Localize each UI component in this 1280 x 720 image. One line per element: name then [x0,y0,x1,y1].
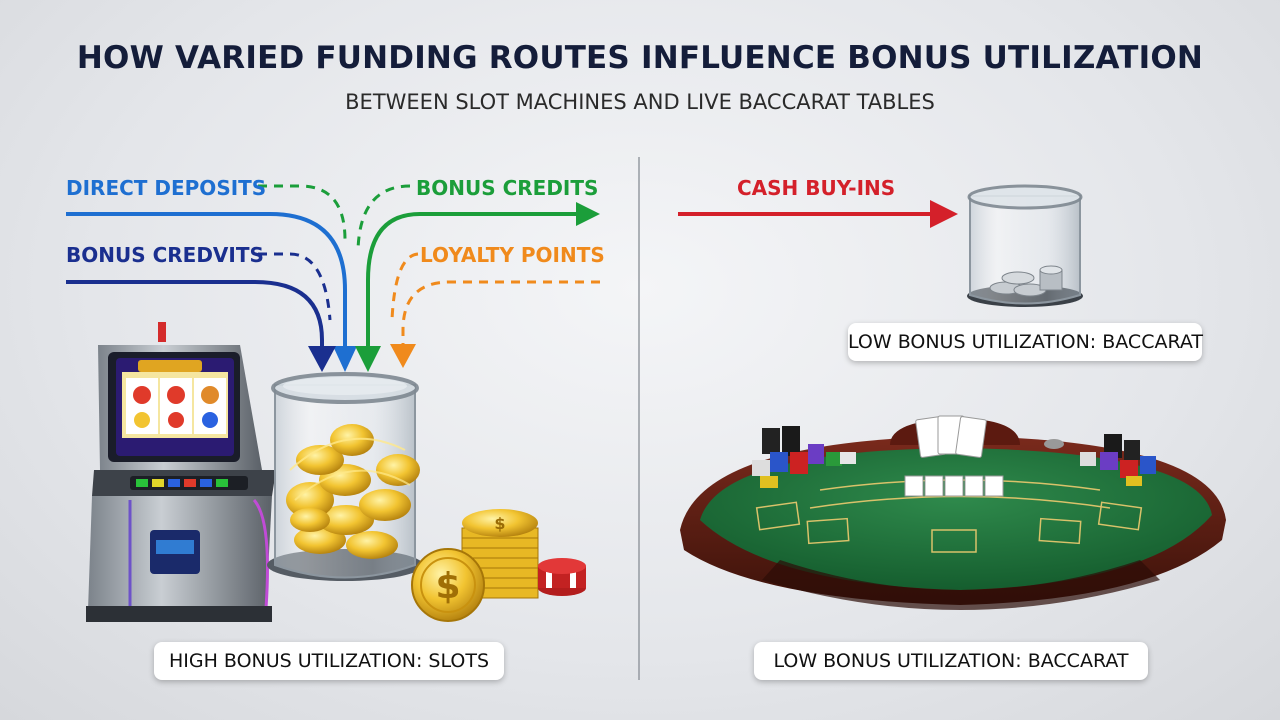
flow-direct-deposits [66,184,357,372]
flow-label-bonus-credits: BONUS CREDITS [416,176,599,200]
baccarat-table-icon [680,415,1226,610]
svg-text:$: $ [435,566,460,607]
page-subtitle: BETWEEN SLOT MACHINES AND LIVE BACCARAT … [345,90,935,114]
dollar-coin-icon: $ [411,548,485,622]
flow-label-loyalty-points: LOYALTY POINTS [420,243,605,267]
flow-label-cash-buy-ins: CASH BUY-INS [737,176,896,200]
flow-label-bonus-credvits: BONUS CREDVITS [66,243,264,267]
flow-bonus-credvits [66,252,336,372]
flow-loyalty-points [390,252,600,368]
casino-chips-icon [538,558,586,596]
flow-cash-buy-ins [678,200,958,228]
panel-divider [638,157,640,680]
caption-slots: HIGH BONUS UTILIZATION: SLOTS [154,642,504,680]
coin-jar-full-icon [267,372,423,581]
svg-text:$: $ [494,514,505,533]
flow-label-direct-deposits: DIRECT DEPOSITS [66,176,267,200]
flow-bonus-credits [355,184,600,372]
page-title: HOW VARIED FUNDING ROUTES INFLUENCE BONU… [76,40,1204,76]
caption-baccarat-jar: LOW BONUS UTILIZATION: BACCARAT [848,323,1203,361]
slot-machine-icon [86,322,276,622]
caption-baccarat-table: LOW BONUS UTILIZATION: BACCARAT [754,642,1148,680]
coin-jar-low-icon [967,184,1083,307]
